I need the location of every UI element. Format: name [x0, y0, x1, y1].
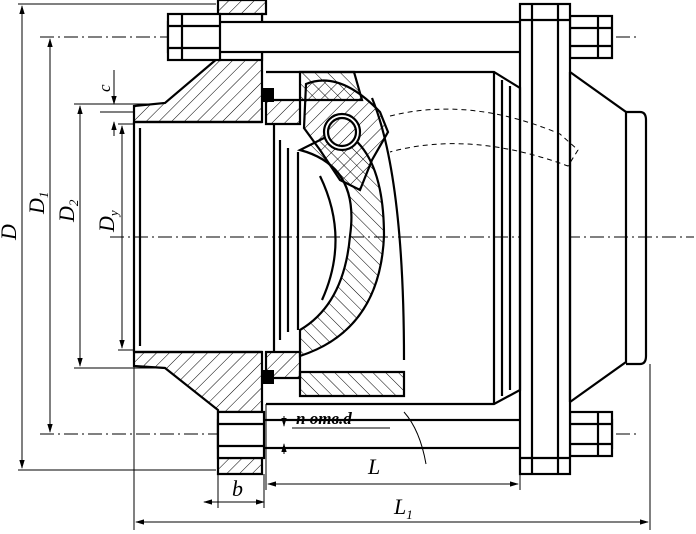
label-holes: n отв.d	[296, 409, 352, 428]
outlet-cone	[568, 71, 648, 403]
dim-holes	[281, 416, 390, 454]
label-Dy: Dy	[94, 210, 121, 233]
dim-L	[265, 404, 521, 490]
break-line	[403, 411, 427, 465]
label-L: L	[367, 454, 380, 479]
dim-b	[203, 474, 265, 508]
dim-Dy	[118, 123, 134, 351]
dim-D2	[74, 103, 160, 369]
label-D1: D1	[24, 192, 51, 215]
label-b: b	[232, 476, 243, 501]
outlet-flange-plate	[518, 2, 572, 476]
label-c: c	[95, 84, 114, 92]
hinge-arm	[302, 79, 406, 361]
label-L1: L1	[393, 494, 413, 522]
valve-disk	[296, 128, 386, 358]
seat-ring	[262, 88, 302, 384]
dim-D	[18, 3, 216, 471]
dim-L1	[133, 364, 651, 530]
disk-open-position	[389, 108, 579, 167]
dim-c	[100, 70, 134, 136]
label-D2: D2	[54, 199, 81, 223]
label-D: D	[0, 224, 21, 241]
